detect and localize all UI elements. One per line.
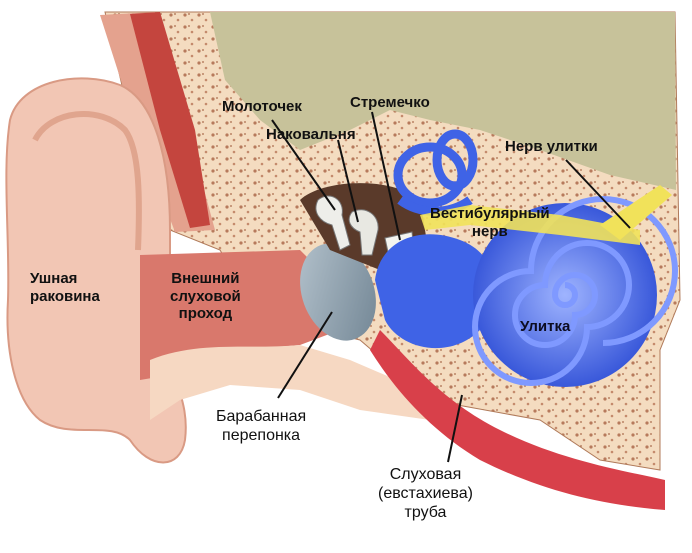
label-stapes: Стремечко xyxy=(350,94,430,112)
label-eardrum-line1: Барабанная xyxy=(216,408,306,427)
label-vestibular-nerve: Вестибулярный нерв xyxy=(430,205,550,240)
label-eustachian-tube-line1: Слуховая xyxy=(378,466,473,485)
label-malleus: Молоточек xyxy=(222,98,302,116)
label-external-canal-line3: проход xyxy=(170,305,241,323)
label-cochlea: Улитка xyxy=(520,318,570,336)
label-eustachian-tube: Слуховая (евстахиева) труба xyxy=(378,466,473,523)
label-vestibular-nerve-line2: нерв xyxy=(430,223,550,241)
label-auricle-line1: Ушная xyxy=(30,270,100,288)
label-auricle: Ушная раковина xyxy=(30,270,100,305)
label-external-canal-line1: Внешний xyxy=(170,270,241,288)
label-incus: Наковальня xyxy=(266,126,356,144)
label-eustachian-tube-line2: (евстахиева) xyxy=(378,485,473,504)
label-cochlear-nerve: Нерв улитки xyxy=(505,138,598,156)
label-auricle-line2: раковина xyxy=(30,288,100,306)
label-eardrum-line2: перепонка xyxy=(216,427,306,446)
label-external-canal-line2: слуховой xyxy=(170,288,241,306)
label-external-canal: Внешний слуховой проход xyxy=(170,270,241,323)
label-eustachian-tube-line3: труба xyxy=(378,504,473,523)
label-vestibular-nerve-line1: Вестибулярный xyxy=(430,205,550,223)
label-eardrum: Барабанная перепонка xyxy=(216,408,306,446)
